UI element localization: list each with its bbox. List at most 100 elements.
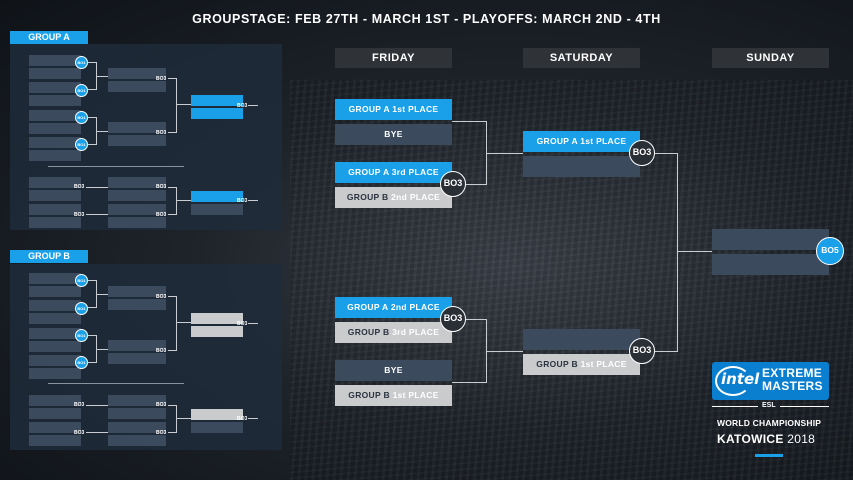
team-place: 2nd PLACE — [391, 192, 441, 202]
group-a-qualified-slot — [191, 95, 243, 106]
group-a-slot — [29, 177, 81, 188]
team-group: GROUP A — [536, 136, 581, 146]
bracket-line — [168, 187, 176, 188]
group-b-slot — [29, 313, 81, 324]
bo3-tag: BO3 — [156, 184, 167, 190]
bracket-line — [168, 214, 176, 215]
bracket-line — [88, 307, 96, 308]
bo1-badge: BO1 — [75, 302, 88, 315]
bracket-line — [168, 78, 176, 79]
bracket-line — [176, 78, 177, 133]
bracket-line — [88, 362, 96, 363]
saturday-match1-top: GROUP A 1st PLACE — [523, 131, 640, 152]
group-a-slot — [29, 110, 81, 121]
intel-wordmark: intel — [721, 370, 760, 388]
group-a-slot — [29, 95, 81, 106]
team-place: 3rd PLACE — [392, 327, 440, 337]
bracket-line — [248, 105, 258, 106]
group-a-slot — [108, 177, 166, 188]
bo3-tag: BO3 — [156, 402, 167, 408]
bo1-badge: BO1 — [75, 111, 88, 124]
team-place: 1st PLACE — [580, 359, 627, 369]
group-b-slot — [29, 395, 81, 406]
group-a-slot — [108, 68, 166, 79]
group-a-slot — [191, 204, 243, 215]
day-header-saturday: SATURDAY — [523, 48, 640, 68]
group-b-qualified-slot — [191, 313, 243, 324]
bo3-tag: BO3 — [74, 212, 85, 218]
saturday-match2-top — [523, 329, 640, 350]
bracket-line — [88, 117, 96, 118]
group-a-slot — [108, 190, 166, 201]
friday-match1-bottom: BYE — [335, 124, 452, 145]
group-a-slot — [29, 123, 81, 134]
team-group: GROUP A — [348, 104, 393, 114]
bracket-line — [88, 89, 96, 90]
bracket-line — [452, 382, 486, 383]
team-place: 1st PLACE — [580, 136, 627, 146]
group-a-slot — [29, 190, 81, 201]
bo3-tag: BO3 — [156, 130, 167, 136]
bracket-line — [248, 418, 258, 419]
friday-match4-top: BYE — [335, 360, 452, 381]
group-a-slot — [108, 122, 166, 133]
bracket-line — [677, 251, 712, 252]
bracket-line — [486, 153, 523, 154]
group-b-slot — [108, 340, 166, 351]
group-a-slot — [29, 82, 81, 93]
bracket-line — [88, 335, 96, 336]
divider — [48, 166, 184, 167]
group-b-slot — [108, 435, 166, 446]
group-b-slot — [29, 286, 81, 297]
world-championship-text: WORLD CHAMPIONSHIP — [717, 418, 822, 428]
bo3-tag: BO3 — [74, 184, 85, 190]
group-b-label: GROUP B — [10, 250, 88, 263]
bracket-line — [655, 153, 677, 154]
team-group: GROUP A — [347, 302, 391, 312]
bo5-badge: BO5 — [816, 237, 844, 265]
saturday-match1-bottom — [523, 156, 640, 177]
page-title: GROUPSTAGE: FEB 27TH - MARCH 1ST - PLAYO… — [192, 12, 661, 26]
group-b-slot — [29, 422, 81, 433]
bo3-badge: BO3 — [440, 306, 466, 332]
bracket-line — [176, 405, 177, 433]
team-group: GROUP B — [536, 359, 581, 369]
team-group: GROUP A — [348, 167, 392, 177]
team-place: 1st PLACE — [392, 104, 439, 114]
bo3-tag: BO3 — [237, 416, 248, 422]
divider — [48, 383, 184, 384]
bo1-badge: BO1 — [75, 274, 88, 287]
bo3-tag: BO3 — [74, 430, 85, 436]
bracket-line — [176, 200, 191, 201]
bracket-line — [466, 319, 486, 320]
group-a-label: GROUP A — [10, 31, 88, 44]
group-b-slot — [108, 395, 166, 406]
group-a-qualified-slot — [191, 108, 243, 119]
friday-match4-bottom: GROUP B 1st PLACE — [335, 385, 452, 406]
bracket-line — [96, 76, 108, 77]
bracket-line — [176, 104, 191, 105]
event-year: 2018 — [787, 432, 816, 446]
group-b-slot — [29, 273, 81, 284]
bracket-line — [88, 280, 96, 281]
team-place: 2nd PLACE — [390, 302, 440, 312]
group-a-slot — [108, 217, 166, 228]
bo3-badge: BO3 — [440, 171, 466, 197]
team-group: GROUP B — [347, 327, 393, 337]
group-b-slot — [191, 422, 243, 433]
group-a-slot — [108, 204, 166, 215]
bracket-line — [96, 294, 108, 295]
bo1-badge: BO1 — [75, 56, 88, 69]
sunday-final-top — [712, 229, 829, 250]
bracket-line — [86, 432, 108, 433]
bo3-tag: BO3 — [237, 321, 248, 327]
bo1-badge: BO1 — [75, 356, 88, 369]
bo3-badge: BO3 — [629, 140, 655, 166]
group-b-slot — [29, 408, 81, 419]
bracket-line — [86, 187, 108, 188]
group-b-slot — [29, 300, 81, 311]
bracket-line — [176, 296, 177, 351]
bracket-line — [168, 432, 176, 433]
team-place: 3rd PLACE — [391, 167, 439, 177]
group-a-slot — [29, 204, 81, 215]
